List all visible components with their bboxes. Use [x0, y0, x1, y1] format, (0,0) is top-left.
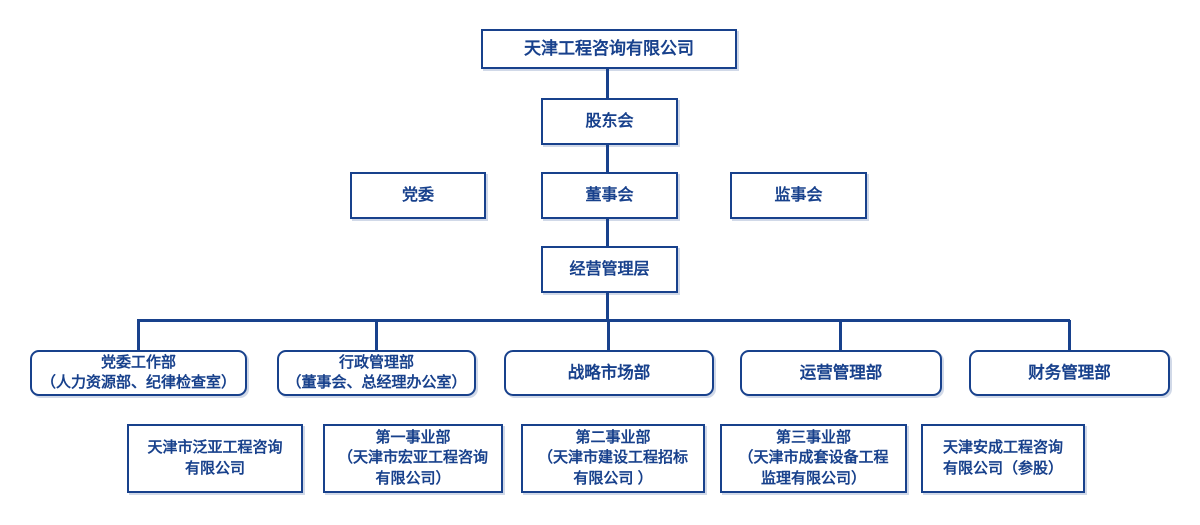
- connector-drop-dept-3: [607, 320, 610, 350]
- node-label: 党委: [401, 186, 434, 204]
- node-supervisory-board: 监事会: [730, 172, 867, 219]
- node-label-line1: 党委工作部: [100, 353, 176, 371]
- node-label: 运营管理部: [799, 363, 883, 382]
- node-label: 董事会: [585, 186, 634, 204]
- node-label-line2: （天津市成套设备工程: [738, 449, 889, 467]
- node-label-line1: 第二事业部: [575, 429, 651, 447]
- node-label: 财务管理部: [1028, 363, 1111, 382]
- node-label: 天津工程咨询有限公司: [524, 38, 694, 58]
- connector-management-to-bus: [606, 293, 609, 320]
- node-label-line2: （天津市宏亚工程咨询: [337, 449, 488, 467]
- node-label-line1: 行政管理部: [338, 353, 414, 371]
- connector-drop-dept-2: [375, 320, 378, 350]
- connector-bus-horizontal: [137, 319, 1070, 322]
- node-company-root: 天津工程咨询有限公司: [481, 29, 737, 69]
- connector-board-to-management: [606, 219, 609, 247]
- node-shareholders-meeting: 股东会: [541, 98, 678, 145]
- node-label-line1: 第一事业部: [375, 429, 451, 447]
- node-dept-finance: 财务管理部: [969, 350, 1170, 396]
- node-sub-fanya: 天津市泛亚工程咨询 有限公司: [127, 424, 303, 493]
- node-label-line3: 有限公司）: [375, 469, 451, 487]
- node-label-line1: 天津市泛亚工程咨询: [147, 439, 283, 457]
- node-sub-division-2: 第二事业部 （天津市建设工程招标 有限公司 ）: [521, 424, 705, 493]
- node-board-of-directors: 董事会: [541, 172, 678, 219]
- node-dept-administration: 行政管理部 （董事会、总经理办公室）: [277, 350, 476, 396]
- connector-root-to-shareholders: [606, 69, 609, 99]
- node-label-line3: 监理有限公司）: [760, 469, 866, 487]
- node-label-line2: （天津市建设工程招标: [537, 449, 688, 467]
- node-label-line2: （董事会、总经理办公室）: [286, 374, 467, 391]
- connector-drop-dept-5: [1068, 320, 1071, 350]
- node-sub-ancheng: 天津安成工程咨询 有限公司（参股）: [921, 424, 1085, 493]
- connector-drop-dept-1: [137, 320, 140, 350]
- node-label-line2: （人力资源部、纪律检查室）: [40, 374, 236, 391]
- connector-shareholders-to-board: [606, 145, 609, 173]
- node-label-line1: 第三事业部: [775, 429, 851, 447]
- node-label-line2: 有限公司（参股）: [942, 459, 1063, 477]
- node-label: 股东会: [585, 112, 634, 130]
- node-sub-division-3: 第三事业部 （天津市成套设备工程 监理有限公司）: [720, 424, 907, 493]
- node-dept-operations: 运营管理部: [740, 350, 942, 396]
- node-label: 战略市场部: [567, 363, 651, 382]
- node-label-line1: 天津安成工程咨询: [942, 439, 1063, 457]
- node-sub-division-1: 第一事业部 （天津市宏亚工程咨询 有限公司）: [323, 424, 503, 493]
- node-label: 监事会: [774, 186, 823, 204]
- node-label-line2: 有限公司: [184, 459, 245, 477]
- connector-drop-dept-4: [839, 320, 842, 350]
- node-management-layer: 经营管理层: [541, 246, 678, 293]
- node-label: 经营管理层: [569, 260, 650, 278]
- node-dept-strategy-market: 战略市场部: [504, 350, 714, 396]
- node-label-line3: 有限公司 ）: [573, 469, 653, 487]
- node-dept-party-work: 党委工作部 （人力资源部、纪律检查室）: [30, 350, 247, 396]
- node-party-committee: 党委: [350, 172, 486, 219]
